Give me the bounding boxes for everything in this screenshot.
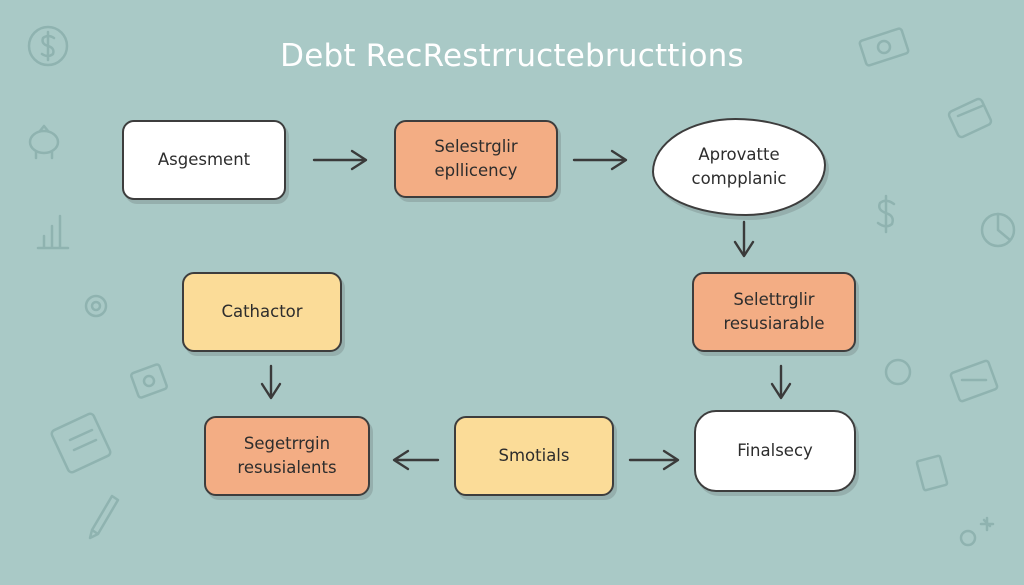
node-label: Selestrglir epllicency [434, 137, 518, 180]
node-approval: Aprovatte compplanic [652, 118, 826, 216]
pie-chart-icon [980, 212, 1016, 248]
arrow-assessment-to-selection [312, 149, 368, 171]
gear-icon [84, 294, 108, 318]
node-label: Segetrrgin resusialents [237, 434, 337, 477]
node-selection-resolvable: Selettrglir resusiarable [692, 272, 856, 352]
node-smotials: Smotials [454, 416, 614, 496]
pencil-icon [88, 494, 120, 540]
diagram-title: Debt RecRestrructebructtions [280, 38, 744, 74]
dollar-sign-icon [876, 194, 896, 234]
node-segregation: Segetrrgin resusialents [204, 416, 370, 496]
arrow-selection-to-approval [572, 149, 628, 171]
piggy-bank-icon [28, 124, 60, 160]
arrow-smotials-to-finalsecy [628, 449, 680, 471]
node-catalyst: Cathactor [182, 272, 342, 352]
banknote-icon [858, 27, 910, 67]
card-icon [947, 97, 993, 139]
banknote-icon [949, 359, 999, 403]
node-label: Aprovatte compplanic [691, 145, 787, 188]
node-selection-efficiency: Selestrglir epllicency [394, 120, 558, 198]
node-label: Finalsecy [737, 441, 813, 461]
node-label: Asgesment [157, 150, 251, 170]
node-label: Selettrglir resusiarable [723, 290, 825, 333]
arrow-approval-to-selection-resolvable [733, 220, 755, 258]
node-assessment: Asgesment [122, 120, 286, 200]
arrow-smotials-to-segregation [392, 449, 440, 471]
node-label: Cathactor [221, 302, 303, 322]
document-icon [915, 454, 949, 492]
node-finalsecy: Finalsecy [694, 410, 856, 492]
bar-chart-icon [36, 214, 70, 250]
card-icon [130, 363, 168, 399]
document-icon [50, 412, 112, 474]
arrow-selection-resolvable-to-finalsecy [770, 364, 792, 400]
dollar-coin-icon [27, 25, 69, 67]
gear-icon [959, 516, 995, 547]
arrow-catalyst-to-segregation [260, 364, 282, 400]
node-label: Smotials [498, 446, 570, 466]
clock-icon [884, 358, 912, 386]
